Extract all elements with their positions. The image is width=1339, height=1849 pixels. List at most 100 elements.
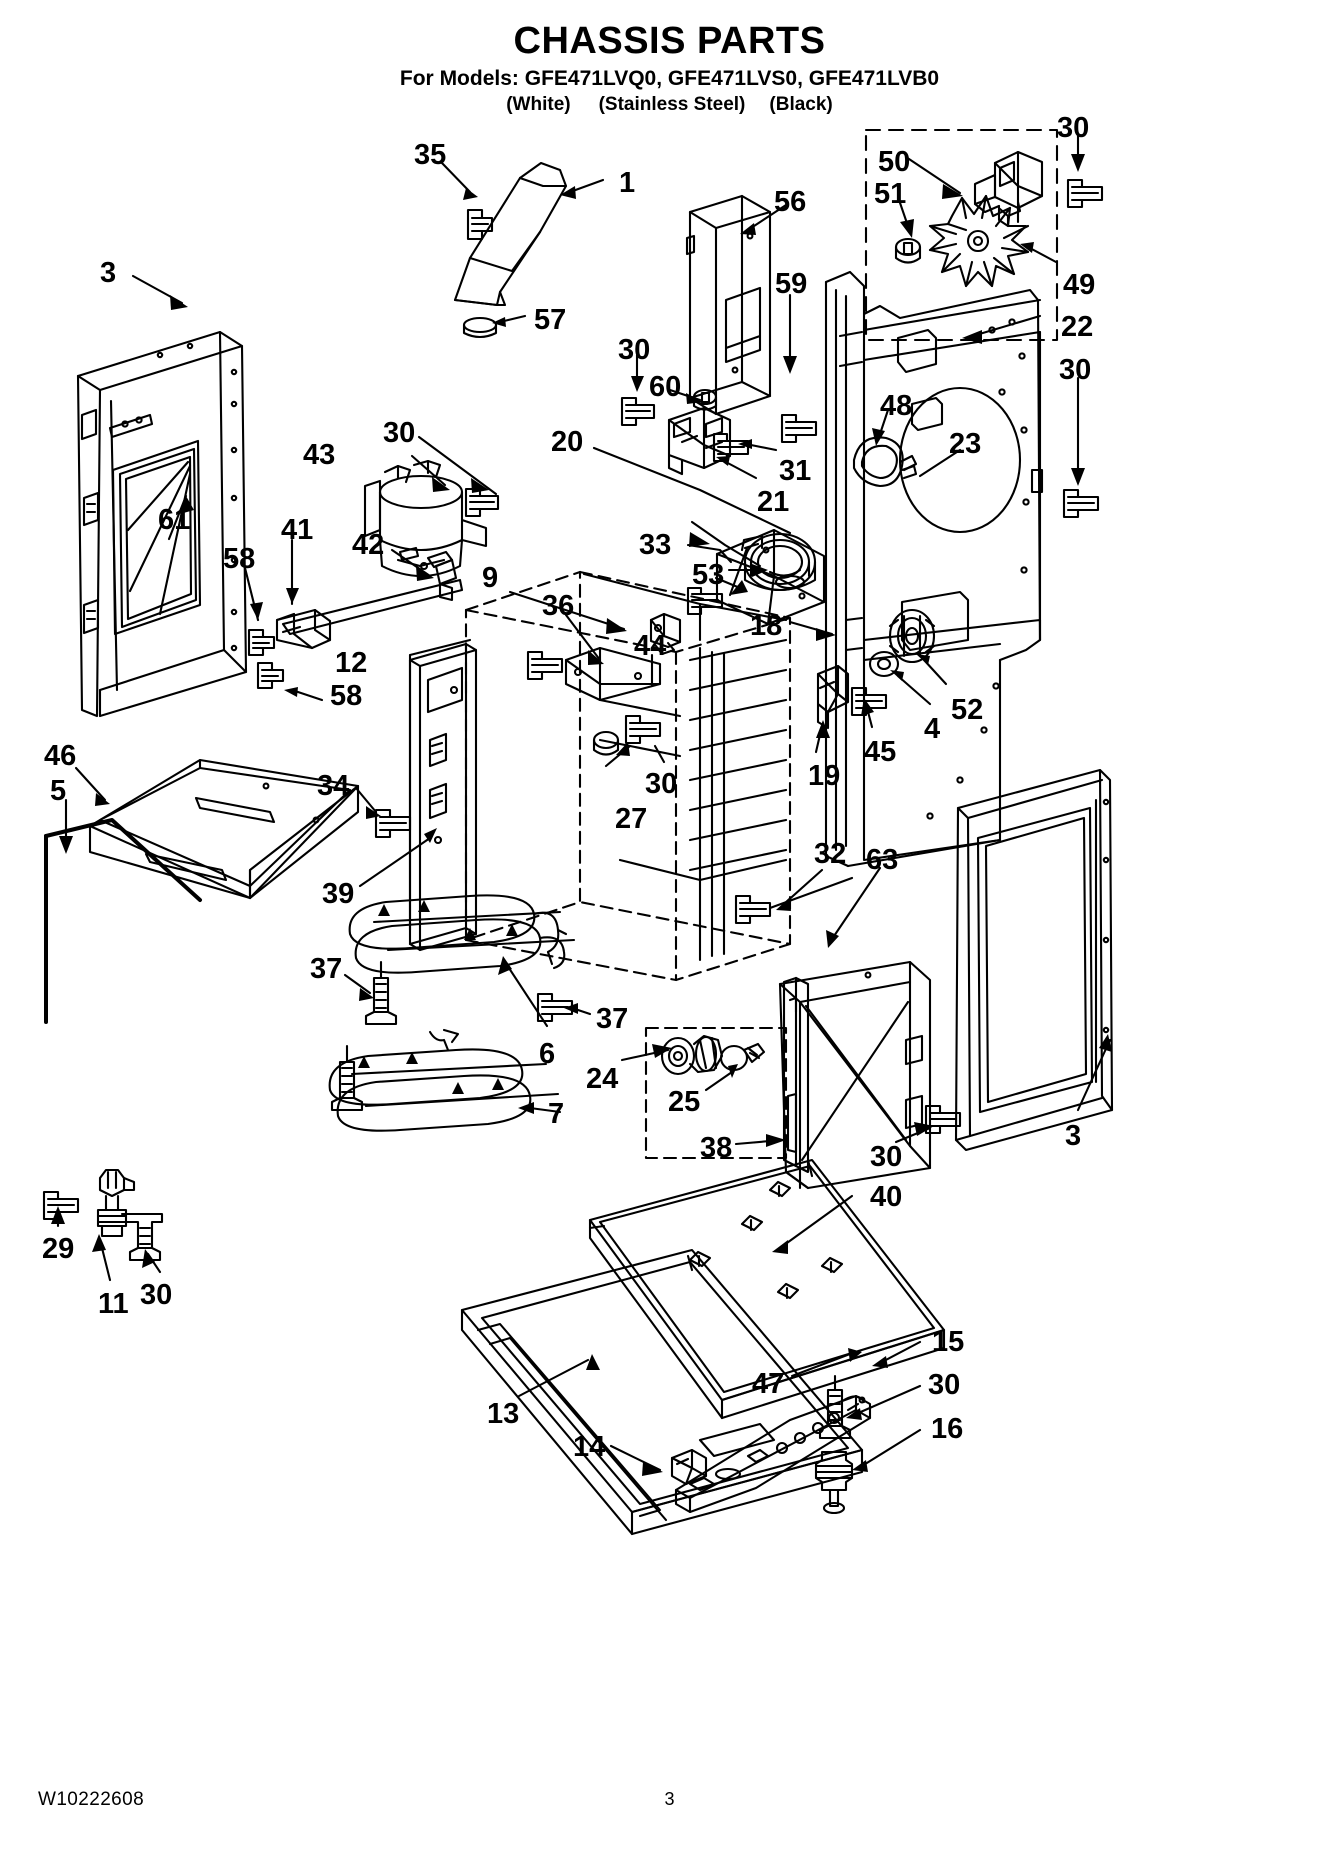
part-46-drawer <box>88 758 360 900</box>
finish-white: (White) <box>506 93 571 115</box>
callout-50: 50 <box>878 146 911 178</box>
part-4-grommet <box>868 650 900 678</box>
part-13-bottom-panel <box>460 1248 864 1536</box>
leader-15 <box>880 1340 922 1364</box>
part-11-stud <box>96 1168 136 1238</box>
part-1-handle <box>453 161 568 307</box>
part-53-collar <box>743 532 817 592</box>
part-3-door-left <box>76 330 248 718</box>
callout-30-bottomleft: 30 <box>140 1279 173 1311</box>
part-12-inner-panel <box>408 642 478 952</box>
callout-22: 22 <box>1061 311 1094 343</box>
leader-23 <box>918 448 962 478</box>
screw-32 <box>734 894 772 925</box>
part-9-clip <box>649 612 682 656</box>
part-48-clamp <box>852 436 918 488</box>
page-title: CHASSIS PARTS <box>513 20 826 62</box>
screw-30-right <box>924 1104 962 1135</box>
callout-33: 33 <box>639 529 672 561</box>
callout-39: 39 <box>322 878 355 910</box>
callout-9: 9 <box>482 562 499 594</box>
leader-33-dummy <box>686 543 733 564</box>
leader-1 <box>568 178 605 194</box>
leader-43 <box>410 454 447 487</box>
callout-30-cavity: 30 <box>645 768 678 800</box>
callout-30-chassis: 30 <box>1059 354 1092 386</box>
callout-1: 1 <box>619 167 636 199</box>
leader-13 <box>517 1358 590 1398</box>
leader-9 <box>508 590 626 631</box>
screw-36 <box>526 650 564 681</box>
leader-3-right <box>1076 1038 1112 1112</box>
part-3-door-right <box>954 768 1114 1152</box>
document-code: W10222608 <box>38 1789 145 1810</box>
leader-30-cavity <box>653 744 666 764</box>
screw-59 <box>780 413 818 444</box>
leader-30-bottom <box>854 1384 922 1416</box>
leader-21 <box>722 459 758 480</box>
part-41-bracket <box>275 608 332 650</box>
screw-37-a <box>364 960 398 1026</box>
callout-37-a: 37 <box>310 953 343 985</box>
callout-21: 21 <box>757 486 790 518</box>
part-52-wheel <box>888 608 936 664</box>
part-7-element <box>328 1028 560 1132</box>
callout-60: 60 <box>649 371 682 403</box>
callout-27: 27 <box>615 803 648 835</box>
callout-30-right: 30 <box>870 1141 903 1173</box>
callout-11: 11 <box>98 1288 129 1320</box>
screw-30-fan <box>1066 178 1104 209</box>
callout-6: 6 <box>539 1038 556 1070</box>
leader-16 <box>860 1428 922 1468</box>
screw-34 <box>374 808 412 839</box>
screw-35 <box>466 208 494 241</box>
callout-12: 12 <box>335 647 368 679</box>
callout-30-fan: 30 <box>1057 112 1090 144</box>
callout-36: 36 <box>542 590 575 622</box>
screw-37-c <box>536 992 574 1023</box>
callout-47: 47 <box>752 1368 785 1400</box>
screw-30-bottom <box>818 1374 852 1440</box>
callout-56: 56 <box>774 186 807 218</box>
leader-32 <box>782 868 824 906</box>
callout-49: 49 <box>1063 269 1096 301</box>
part-56-panel <box>685 194 772 416</box>
screw-58-a <box>247 628 276 657</box>
part-47-rail <box>674 1394 872 1514</box>
callout-25: 25 <box>668 1086 701 1118</box>
part-49-fan <box>928 194 1030 288</box>
part-6-element <box>348 894 576 974</box>
callout-4: 4 <box>924 713 941 745</box>
callout-32: 32 <box>814 838 847 870</box>
callout-15: 15 <box>932 1326 965 1358</box>
callout-13: 13 <box>487 1398 520 1430</box>
nut-57 <box>462 316 498 339</box>
leader-40 <box>778 1194 854 1250</box>
callout-44: 44 <box>634 630 667 662</box>
leader-50 <box>904 155 962 195</box>
callout-48: 48 <box>880 390 913 422</box>
callout-38: 38 <box>700 1132 733 1164</box>
callout-42: 42 <box>352 529 385 561</box>
part-50-motor <box>973 150 1044 228</box>
callout-59: 59 <box>775 268 808 300</box>
callout-45: 45 <box>864 736 897 768</box>
callout-20: 20 <box>551 426 584 458</box>
callout-23: 23 <box>949 428 982 460</box>
callout-41: 41 <box>281 514 314 546</box>
leader-36 <box>564 613 602 662</box>
leader-35 <box>439 160 472 194</box>
part-24-socket <box>660 1034 724 1076</box>
finish-legend: (White)(Stainless Steel)(Black) <box>0 94 1339 116</box>
callout-57: 57 <box>534 304 567 336</box>
callout-7: 7 <box>548 1098 565 1130</box>
part-25-bulb <box>719 1042 766 1072</box>
screw-30-terminal <box>620 396 656 427</box>
oven-cavity <box>464 570 792 982</box>
screw-58-b <box>256 661 285 690</box>
page-number: 3 <box>664 1789 675 1809</box>
callout-52: 52 <box>951 694 984 726</box>
callout-58-a: 58 <box>223 543 256 575</box>
